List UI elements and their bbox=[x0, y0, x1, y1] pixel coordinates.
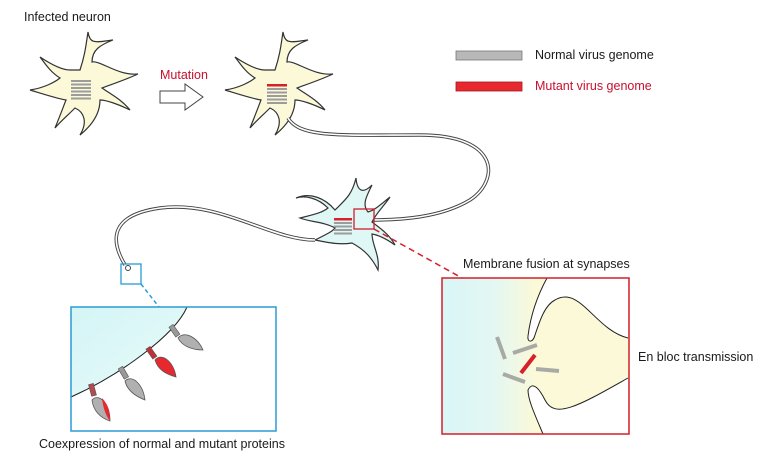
protein-normal-2 bbox=[117, 365, 146, 401]
synapse-inset bbox=[441, 277, 630, 435]
legend-label-normal: Normal virus genome bbox=[535, 48, 654, 62]
terminal-zoom-connector bbox=[140, 283, 160, 308]
label-membrane-fusion: Membrane fusion at synapses bbox=[463, 257, 630, 271]
mutated-neuron bbox=[224, 31, 334, 136]
protein-mutant-1 bbox=[145, 345, 177, 378]
label-coexpression: Coexpression of normal and mutant protei… bbox=[39, 437, 285, 451]
terminal-zoom-marker bbox=[120, 263, 142, 285]
protein-normal-1 bbox=[168, 323, 204, 351]
synapse-zoom-connector bbox=[373, 228, 463, 279]
coexpression-inset bbox=[70, 306, 277, 432]
label-mutation: Mutation bbox=[160, 68, 208, 82]
legend-label-mutant: Mutant virus genome bbox=[535, 79, 652, 93]
genome-stack-normal bbox=[71, 80, 91, 100]
legend-swatch-normal bbox=[455, 50, 523, 61]
label-infected-neuron: Infected neuron bbox=[24, 10, 111, 24]
synapse-zoom-marker bbox=[353, 208, 375, 230]
label-en-bloc: En bloc transmission bbox=[638, 350, 754, 364]
protein-mixed-1 bbox=[88, 383, 111, 422]
infected-neuron bbox=[29, 31, 139, 136]
legend-swatch-mutant bbox=[455, 81, 523, 92]
receiving-neuron bbox=[295, 177, 396, 273]
mutation-arrow bbox=[159, 83, 204, 111]
